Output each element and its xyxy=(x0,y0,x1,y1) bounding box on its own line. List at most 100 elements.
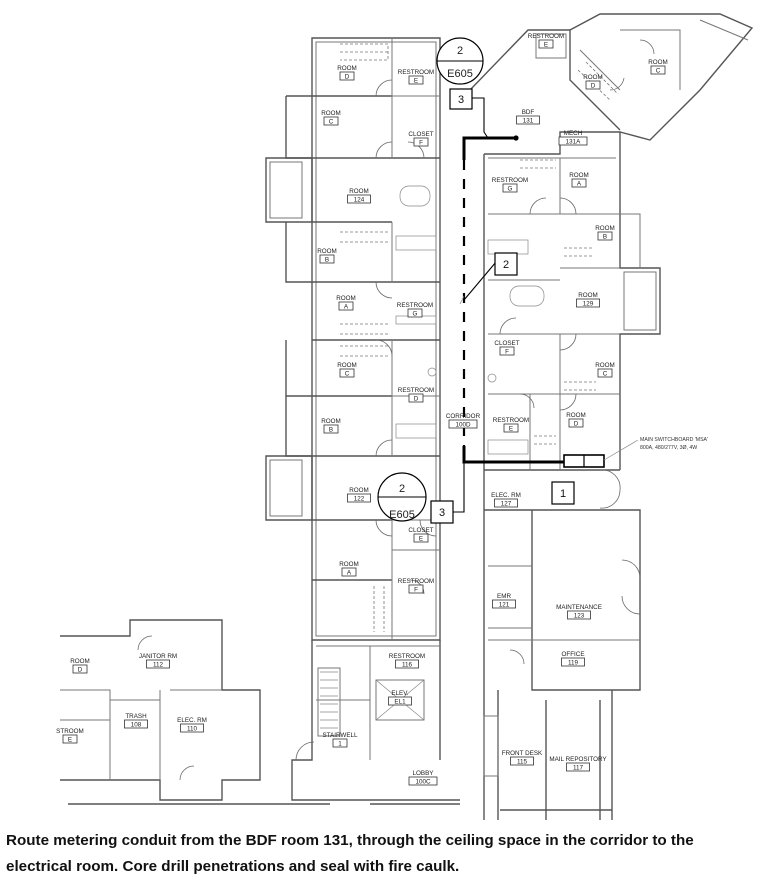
restroom-f-lower-number: F xyxy=(414,587,418,594)
room-124-name: ROOM xyxy=(349,188,369,195)
room-c-far-number-box xyxy=(650,65,666,75)
janitor-112-name: JANITOR RM xyxy=(139,653,177,660)
lobby-100c-name: LOBBY xyxy=(413,770,435,777)
room-d-far-name: ROOM xyxy=(583,74,603,81)
detail-tag-top[interactable]: 2 E605 xyxy=(436,37,484,85)
metering-conduit-route xyxy=(459,135,639,468)
switchboard-note: MAIN SWITCHBOARD 'MSA' 800A, 480/277V, 3… xyxy=(640,437,708,451)
mail-117-name: MAIL REPOSITORY xyxy=(549,756,607,763)
room-d-far-number-box xyxy=(585,80,601,90)
room-124-number: 124 xyxy=(354,197,365,204)
room-d-bl-name: ROOM xyxy=(70,658,90,665)
room-d-top-name: ROOM xyxy=(337,65,357,72)
closet-e-left-number-box xyxy=(413,533,429,543)
detail-tag-top-number: 2 xyxy=(457,45,463,57)
elec-127-number-box xyxy=(494,498,518,508)
room-d-right-name: ROOM xyxy=(566,412,586,419)
keynote-1[interactable]: 1 xyxy=(551,481,575,505)
restroom-e-top-name: RESTROOM xyxy=(398,69,434,76)
elev-el1-number: EL1 xyxy=(394,699,406,706)
room-124-number-box xyxy=(347,194,371,204)
room-a-right-name: ROOM xyxy=(569,172,589,179)
restroom-g-right-number-box xyxy=(502,183,518,193)
room-b-left2-number-box xyxy=(323,424,339,434)
room-b-left-name: ROOM xyxy=(317,248,337,255)
elec-110-number-box xyxy=(180,723,204,733)
elec-110-number: 110 xyxy=(187,726,198,733)
bdf-131-name: BDF xyxy=(522,109,535,116)
room-c-right-name: ROOM xyxy=(595,362,615,369)
restroom-g-right-name: RESTROOM xyxy=(492,177,528,184)
closet-e-left-name: CLOSET xyxy=(408,527,433,534)
keynote-1-text: 1 xyxy=(560,488,566,500)
emr-121-number-box xyxy=(492,599,516,609)
keynote-3-bottom[interactable]: 3 xyxy=(430,500,454,524)
room-a-lower-number-box xyxy=(341,567,357,577)
restroom-116-number: 116 xyxy=(402,662,413,669)
room-b-right-number: B xyxy=(603,234,607,241)
room-d-top-number: D xyxy=(345,74,350,81)
room-a-right-number-box xyxy=(571,178,587,188)
emr-121-name: EMR xyxy=(497,593,511,600)
room-a-left-number-box xyxy=(338,301,354,311)
maintenance-123-number-box xyxy=(567,610,591,620)
mech-131a-number: 131A xyxy=(566,139,582,146)
trash-108-number-box xyxy=(124,719,148,729)
room-d-far-number: D xyxy=(591,83,596,90)
room-b-right-number-box xyxy=(597,231,613,241)
detail-tag-bottom[interactable]: 2 E605 xyxy=(377,472,427,522)
maintenance-123-name: MAINTENANCE xyxy=(556,604,602,611)
room-c-far-name: ROOM xyxy=(648,59,668,66)
room-a-lower-name: ROOM xyxy=(339,561,359,568)
stairwell-1-number-box xyxy=(332,738,348,748)
mail-117-number: 117 xyxy=(573,765,584,772)
closet-f-top-number: F xyxy=(419,140,423,147)
restroom-e-right-name: RESTROOM xyxy=(493,417,529,424)
floor-plan-drawing: 2 E605 2 E605 3 2 3 1 MAIN SWITCHBOARD '… xyxy=(56,13,754,820)
keynote-2-mid[interactable]: 2 xyxy=(494,252,518,276)
closet-f-right-number-box xyxy=(499,346,515,356)
restroom-e-top-number: E xyxy=(414,78,418,85)
trash-108-number: 108 xyxy=(131,722,142,729)
mail-117-label: MAIL REPOSITORY 117 xyxy=(549,756,607,772)
tag-leaders xyxy=(453,97,497,513)
restroom-e-far-number-box xyxy=(538,39,554,49)
janitor-112-number-box xyxy=(146,659,170,669)
closet-e-left-label: CLOSET E xyxy=(408,527,433,543)
room-c-left-name: ROOM xyxy=(337,362,357,369)
restroom-d-left-number: D xyxy=(414,396,419,403)
corridor-100d-name: CORRIDOR xyxy=(446,413,481,420)
room-129-number-box xyxy=(576,298,600,308)
restroom-e-right-number-box xyxy=(503,423,519,433)
detail-tag-top-sheet: E605 xyxy=(447,68,473,80)
restroom-d-left-name: RESTROOM xyxy=(398,387,434,394)
office-119-number: 119 xyxy=(568,660,579,667)
elev-el1-label: ELEV.EL1 xyxy=(388,690,412,706)
keynote-3-top[interactable]: 3 xyxy=(449,88,473,110)
bdf-131-number: 131 xyxy=(523,118,534,125)
room-labels: ROOMDRESTROOMEROOMCCLOSETFROOM124ROOMBRO… xyxy=(56,33,668,786)
room-b-left2-number: B xyxy=(329,427,333,434)
closet-e-left-number: E xyxy=(419,536,423,543)
corridor-100d-number-box xyxy=(448,419,478,429)
bdf-131-label: BDF 131 xyxy=(516,109,540,125)
detail-tag-bottom-sheet: E605 xyxy=(389,509,415,521)
room-a-lower-number: A xyxy=(347,570,352,577)
front-desk-115-name: FRONT DESK xyxy=(502,750,543,757)
